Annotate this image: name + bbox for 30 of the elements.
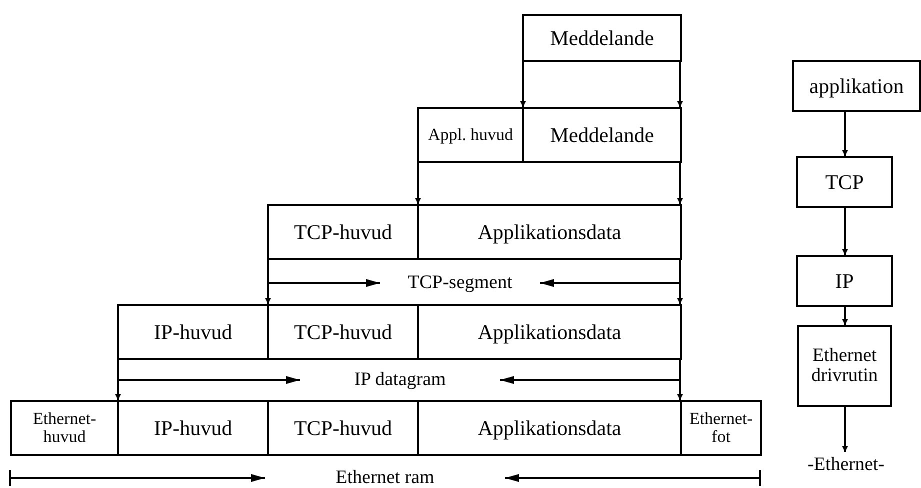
message-box: Meddelande	[522, 14, 682, 62]
header-box: TCP-huvud	[267, 304, 419, 360]
arrow	[677, 163, 683, 204]
arrow	[842, 112, 848, 156]
layer-box: TCP	[796, 156, 893, 208]
arrow	[842, 208, 848, 255]
arrow	[842, 307, 848, 325]
header-box: Ethernet- huvud	[10, 400, 119, 456]
arrow	[677, 62, 683, 107]
header-box: TCP-huvud	[267, 400, 419, 456]
arrow	[677, 260, 683, 304]
arrow	[677, 360, 683, 400]
arrow	[415, 163, 421, 204]
arrow	[520, 62, 526, 107]
header-box: IP-huvud	[117, 400, 269, 456]
arrow	[265, 260, 271, 304]
layer-box: IP	[796, 255, 893, 307]
arrow	[842, 407, 848, 452]
data-box: Applikationsdata	[417, 204, 682, 260]
layer-text: -Ethernet-	[795, 452, 897, 478]
trailer-box: Ethernet- fot	[680, 400, 762, 456]
arrow	[115, 360, 121, 400]
header-box: IP-huvud	[117, 304, 269, 360]
layer-box: applikation	[792, 60, 921, 112]
data-box: Applikationsdata	[417, 400, 682, 456]
header-box: TCP-huvud	[267, 204, 419, 260]
message-box: Meddelande	[522, 107, 682, 163]
header-box: Appl. huvud	[417, 107, 524, 163]
data-box: Applikationsdata	[417, 304, 682, 360]
layer-box: Ethernet drivrutin	[797, 325, 892, 407]
